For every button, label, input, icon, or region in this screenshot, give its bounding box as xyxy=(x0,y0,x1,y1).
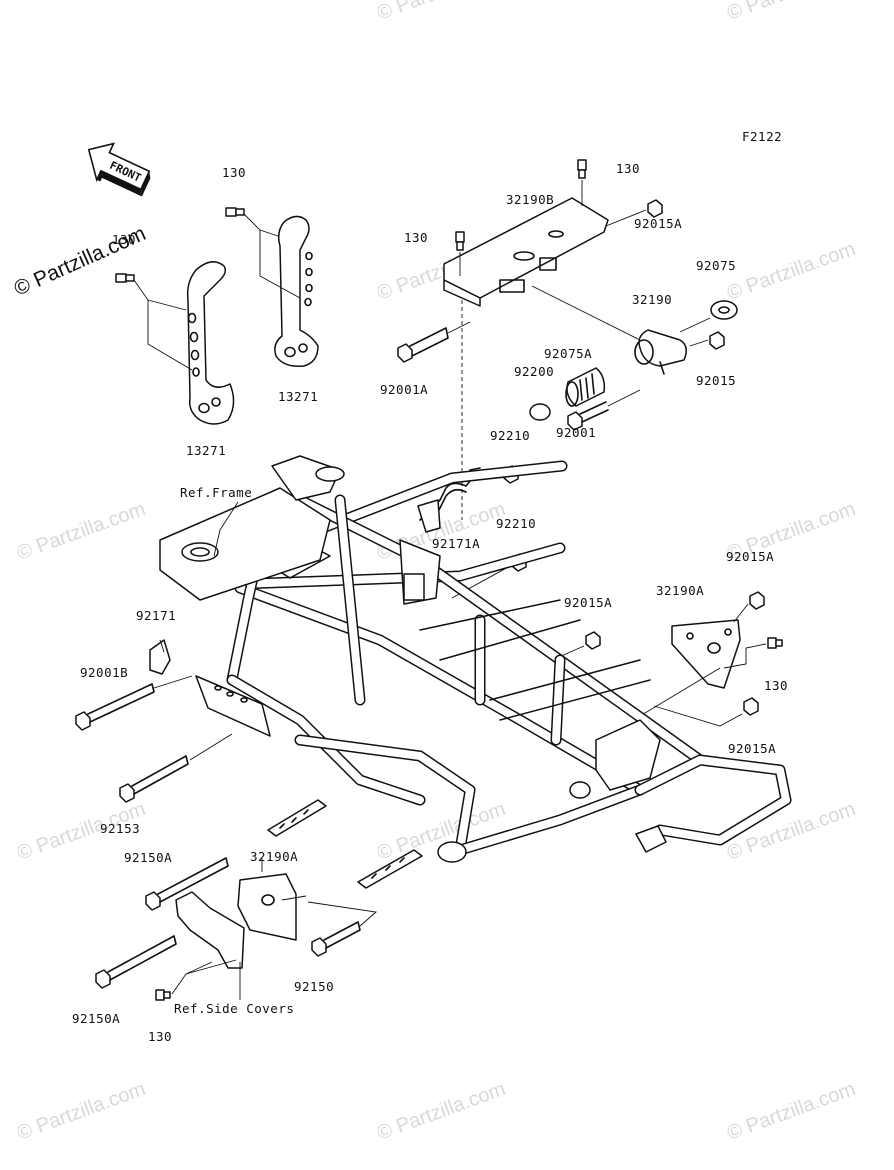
plate-32190a-right xyxy=(671,619,741,689)
bolt-92150a-bottom xyxy=(95,935,177,989)
main-frame xyxy=(149,455,792,889)
bolt-92153 xyxy=(119,755,189,803)
label-32190a-right: 32190A xyxy=(656,583,704,598)
bolt-92150 xyxy=(311,921,361,957)
bolt-130-d xyxy=(455,231,465,251)
label-32190b: 32190B xyxy=(506,192,554,207)
footrest-right xyxy=(357,849,423,889)
plate-32190a-bottom xyxy=(237,873,297,941)
label-130-right: 130 xyxy=(764,678,788,693)
label-130-bottom: 130 xyxy=(148,1029,172,1044)
label-92171: 92171 xyxy=(136,608,176,623)
part-labels: 130 130 13271 13271 130 32190B 130 92015… xyxy=(72,161,788,1044)
label-130-c: 130 xyxy=(616,161,640,176)
bolt-92001 xyxy=(567,401,609,431)
bolt-92150a-top xyxy=(145,857,229,911)
label-92001a: 92001A xyxy=(380,382,428,397)
front-arrow-icon: FRONT xyxy=(87,142,151,197)
pivot-32190 xyxy=(634,329,687,375)
nut-92015a-right-top xyxy=(749,591,765,610)
label-92150a-bottom: 92150A xyxy=(72,1011,120,1026)
footrest-left xyxy=(267,799,327,837)
label-92001: 92001 xyxy=(556,425,596,440)
watermark-text: © Partzilla.com xyxy=(374,0,508,25)
bracket-13271-left xyxy=(186,261,235,425)
label-92210-lower: 92210 xyxy=(496,516,536,531)
label-32190a-bottom: 32190A xyxy=(250,849,298,864)
label-92015: 92015 xyxy=(696,373,736,388)
label-92015a-mid: 92015A xyxy=(564,595,612,610)
label-92075a: 92075A xyxy=(544,346,592,361)
bolt-92001a xyxy=(397,327,449,363)
label-92015a-right-top: 92015A xyxy=(726,549,774,564)
label-13271-right: 13271 xyxy=(278,389,318,404)
bolt-130-b xyxy=(115,273,135,283)
bracket-32190b xyxy=(443,197,609,307)
watermark-text: © Partzilla.com xyxy=(14,1078,148,1145)
nut-92015 xyxy=(709,331,725,350)
label-92015a-top: 92015A xyxy=(634,216,682,231)
watermark-text: © Partzilla.com xyxy=(724,0,858,25)
washer-92075 xyxy=(710,300,738,320)
label-130-a: 130 xyxy=(222,165,246,180)
label-92075: 92075 xyxy=(696,258,736,273)
watermark-text: © Partzilla.com xyxy=(14,498,148,565)
label-13271-left: 13271 xyxy=(186,443,226,458)
figure-code: F2122 xyxy=(742,129,782,144)
washer-92200 xyxy=(529,403,551,421)
side-cover-bracket xyxy=(175,891,245,969)
label-92015a-right-low: 92015A xyxy=(728,741,776,756)
label-92200: 92200 xyxy=(514,364,554,379)
label-130-b: 130 xyxy=(112,232,136,247)
label-92001b: 92001B xyxy=(80,665,128,680)
note-ref-side-covers: Ref.Side Covers xyxy=(174,1001,294,1016)
nut-92015a-mid xyxy=(585,631,601,650)
label-92153: 92153 xyxy=(100,821,140,836)
bolt-130-a xyxy=(225,207,245,217)
bolt-130-right xyxy=(767,637,783,649)
label-130-d: 130 xyxy=(404,230,428,245)
watermark-text: © Partzilla.com xyxy=(724,1078,858,1145)
bushing-92075a xyxy=(565,367,606,407)
note-ref-frame: Ref.Frame xyxy=(180,485,252,500)
watermark-text: © Partzilla.com xyxy=(374,498,508,565)
label-92150: 92150 xyxy=(294,979,334,994)
label-92171a: 92171A xyxy=(432,536,480,551)
bracket-13271-right xyxy=(274,215,319,368)
bolt-130-bottom xyxy=(155,989,171,1001)
label-92150a-top: 92150A xyxy=(124,850,172,865)
label-92210-top: 92210 xyxy=(490,428,530,443)
bolt-130-c xyxy=(577,159,587,179)
nut-92015a-right-low xyxy=(743,697,759,716)
label-32190: 32190 xyxy=(632,292,672,307)
watermark-text: © Partzilla.com xyxy=(724,238,858,305)
bolt-92001b xyxy=(75,683,155,731)
watermark-text: © Partzilla.com xyxy=(374,1078,508,1145)
engine-mount-front xyxy=(195,675,271,737)
nut-92015a-top xyxy=(647,199,663,218)
